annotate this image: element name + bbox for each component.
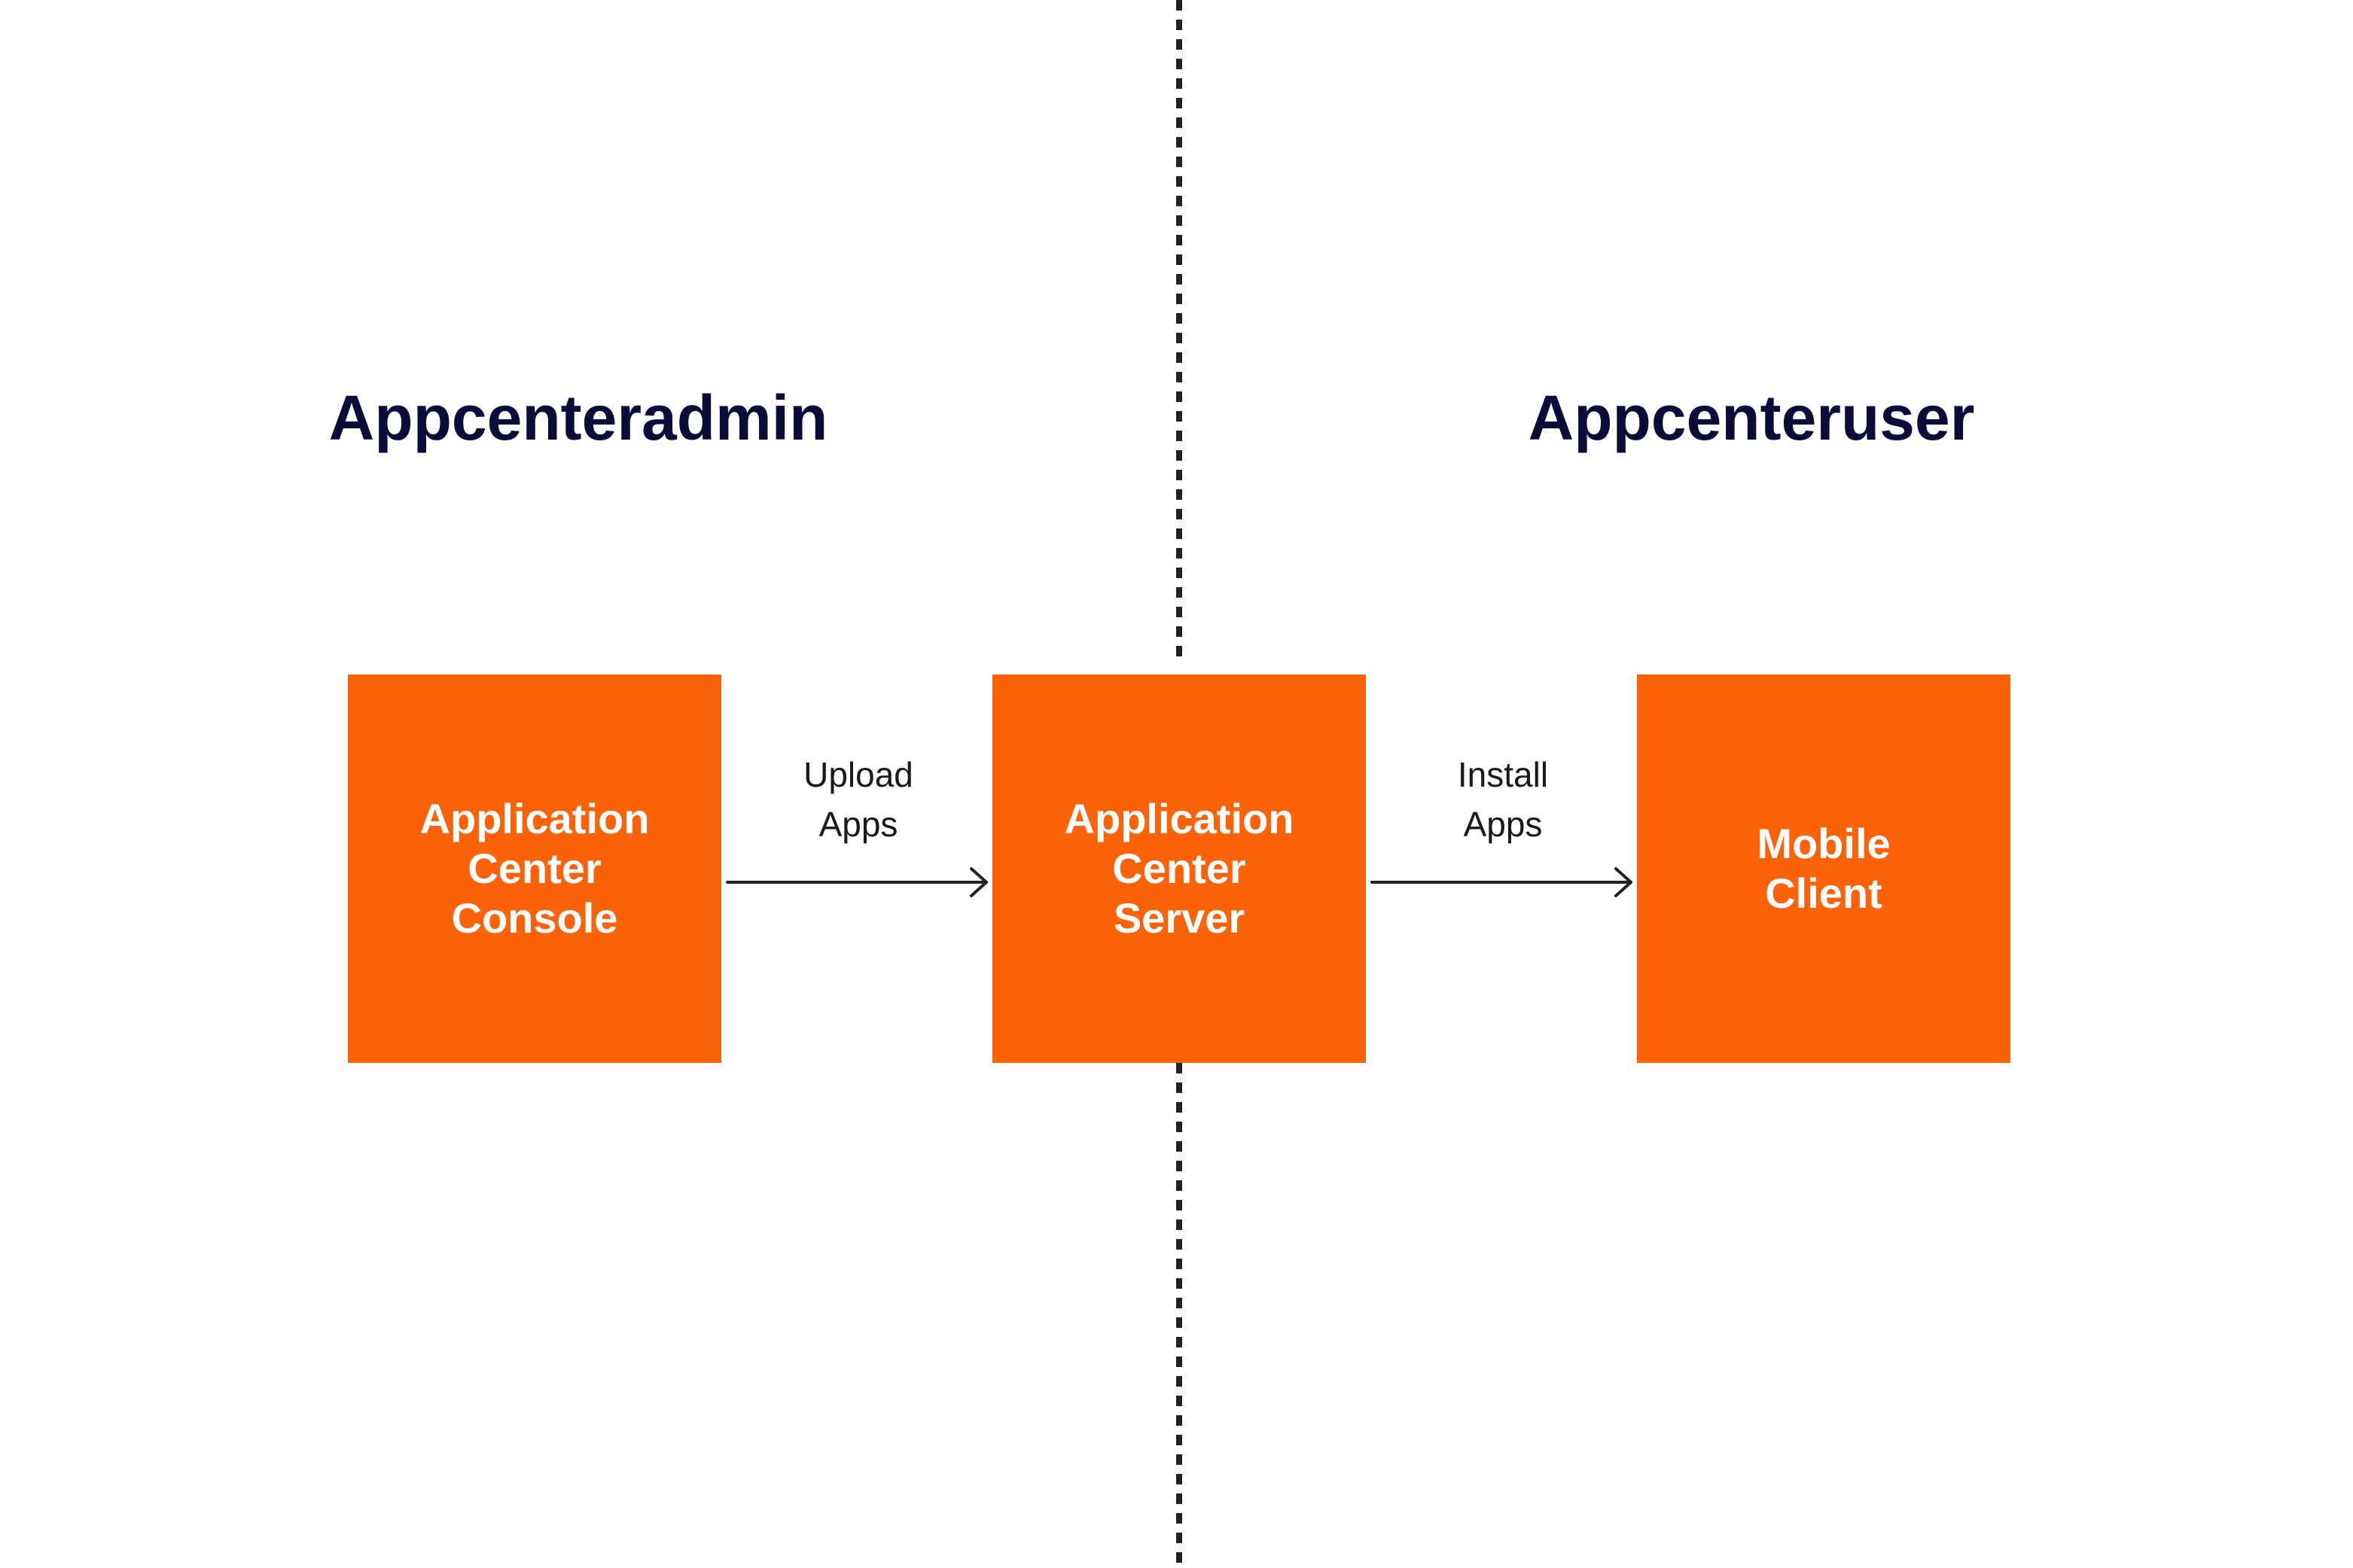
- zone-divider-bottom: [1176, 1063, 1182, 1568]
- node-label-line: Client: [1765, 869, 1882, 917]
- role-title-appcenteradmin: Appcenteradmin: [328, 382, 828, 453]
- edge-label-line: Apps: [818, 805, 898, 844]
- node-label-line: Application: [419, 795, 650, 842]
- node-label-line: Mobile: [1757, 820, 1891, 867]
- edge-label-line: Upload: [803, 755, 913, 794]
- node-label: Mobile Client: [1666, 819, 1982, 918]
- role-title-appcenteruser: Appcenteruser: [1528, 382, 1975, 453]
- zone-divider-top: [1176, 0, 1182, 665]
- node-label-line: Center: [1112, 845, 1246, 892]
- node-application-center-server: Application Center Server: [992, 674, 1366, 1063]
- node-label-line: Console: [451, 894, 618, 942]
- upload-arrow-icon: [726, 867, 988, 897]
- edge-label-line: Apps: [1463, 805, 1543, 844]
- node-label: Application Center Console: [376, 794, 693, 943]
- node-label: Application Center Server: [1021, 794, 1337, 943]
- edge-label-line: Install: [1457, 755, 1549, 794]
- install-arrow-icon: [1370, 867, 1632, 897]
- edge-label-upload-apps: Upload Apps: [745, 750, 971, 849]
- node-label-line: Center: [468, 845, 602, 892]
- node-application-center-console: Application Center Console: [348, 674, 721, 1063]
- node-label-line: Server: [1113, 894, 1245, 942]
- node-mobile-client: Mobile Client: [1637, 674, 2010, 1063]
- node-label-line: Application: [1064, 795, 1294, 842]
- edge-label-install-apps: Install Apps: [1390, 750, 1616, 849]
